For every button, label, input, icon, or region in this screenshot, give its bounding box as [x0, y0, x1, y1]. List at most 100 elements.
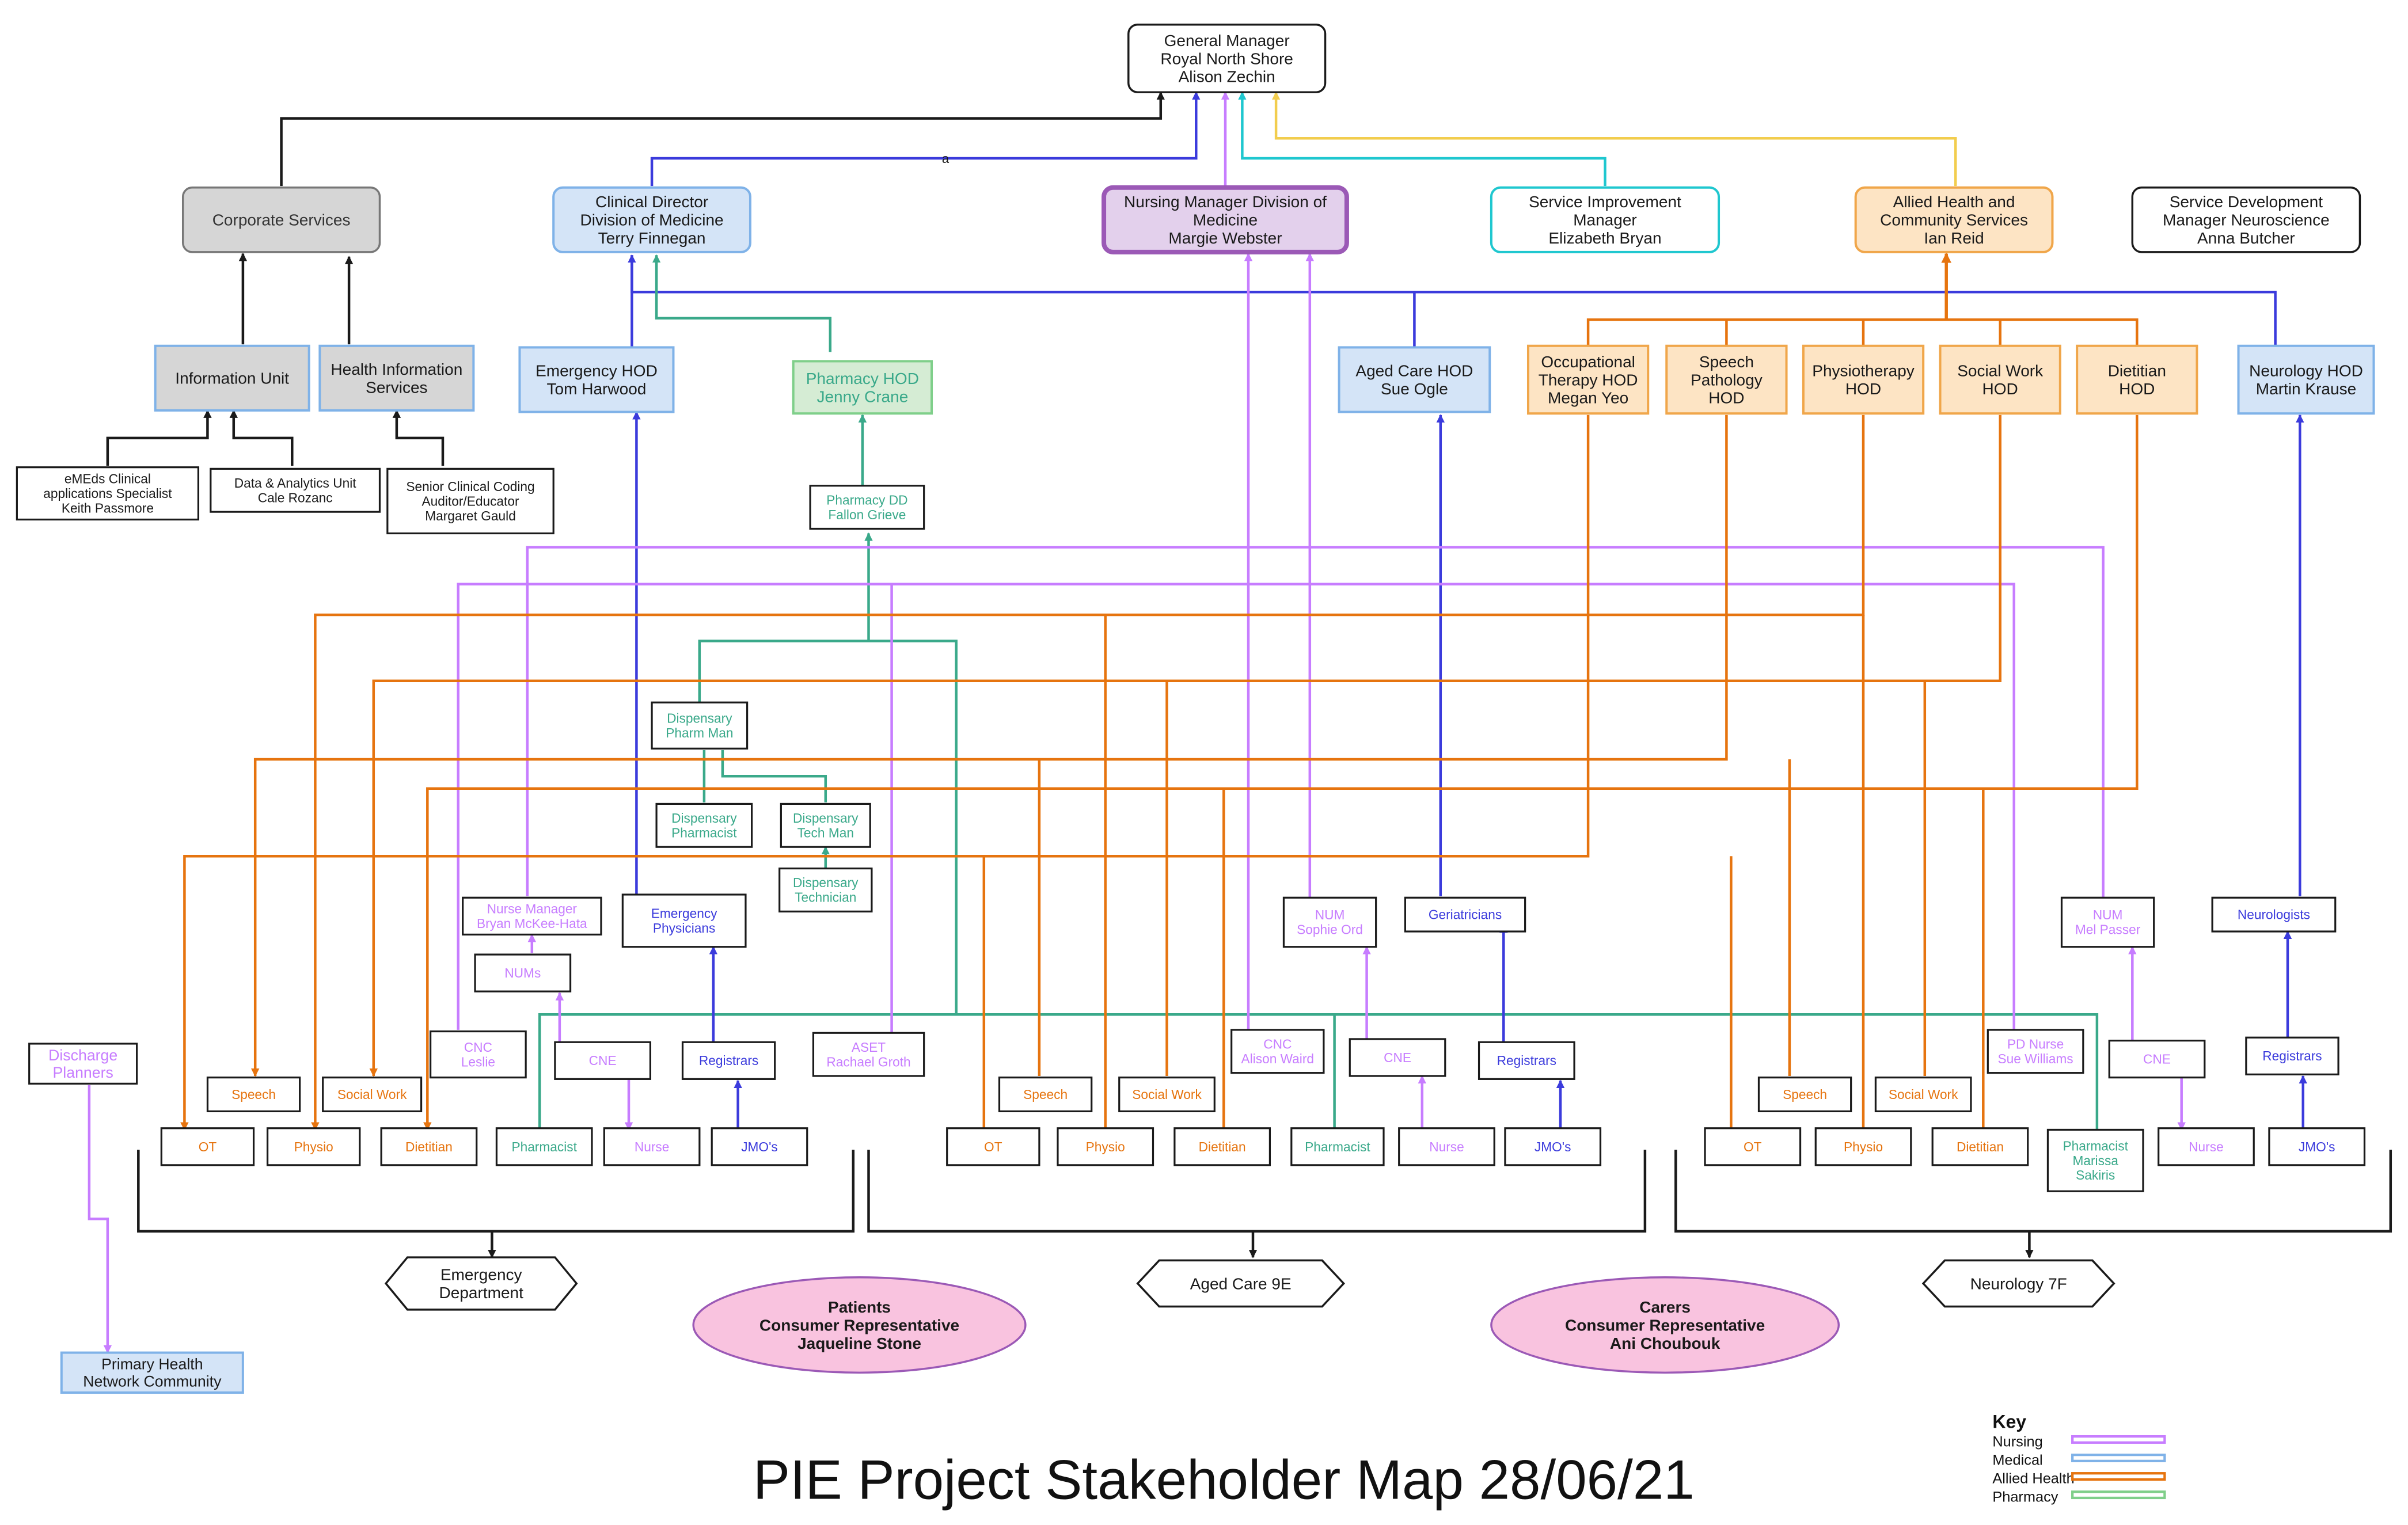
node-ph1-label-0: Pharmacist [511, 1139, 577, 1154]
node-ehod-shape [518, 346, 675, 413]
node-dp-label-1: Planners [53, 1064, 113, 1081]
legend-title: Key [1992, 1411, 2026, 1432]
node-ed-shape [384, 1256, 578, 1311]
node-di2-shape [1173, 1127, 1271, 1166]
node-cne2-shape [1349, 1038, 1446, 1077]
node-scc-label-0: Senior Clinical Coding [406, 479, 534, 494]
node-sphod-label-1: Pathology [1691, 371, 1763, 389]
node-scc-shape [386, 467, 554, 535]
node-aset-shape [812, 1032, 925, 1077]
cd-gm-connector [650, 91, 1201, 187]
node-reg1: Registrars [681, 1041, 776, 1080]
sw-hod-connector [369, 414, 2001, 1077]
node-phyhod-shape [1802, 344, 1925, 415]
node-cne1-shape [554, 1041, 652, 1080]
da-iu-connector [229, 409, 294, 466]
node-cncl-label-1: Leslie [461, 1054, 495, 1069]
bracket-ac-connector [867, 1150, 1647, 1233]
node-ot3-shape [1704, 1127, 1802, 1166]
node-swhod-label-0: Social Work [1957, 362, 2044, 380]
connector-layer: a [88, 91, 2392, 1354]
node-nu3-shape [2158, 1127, 2255, 1166]
bracket-ed-connector [137, 1150, 855, 1233]
node-achod-label-0: Aged Care HOD [1355, 362, 1473, 380]
node-geri-shape [1404, 896, 1526, 933]
nmgr-nm-connector [526, 546, 2105, 899]
node-reg2-label-0: Registrars [1497, 1053, 1556, 1068]
node-ot1-shape [160, 1127, 255, 1166]
node-ac9e: Aged Care 9E [1136, 1259, 1345, 1308]
node-nu1-label-0: Nurse [635, 1139, 670, 1154]
node-sp3-shape [1757, 1077, 1852, 1113]
node-sphod-label-0: Speech [1699, 353, 1754, 371]
page-title: PIE Project Stakeholder Map 28/06/21 [753, 1449, 1695, 1511]
node-cd-label-0: Clinical Director [595, 193, 708, 211]
node-sw3: Social Work [1874, 1077, 1972, 1113]
node-ph3-label-0: Pharmacist [2063, 1138, 2128, 1153]
node-othod-shape [1526, 344, 1650, 415]
sim-gm-connector [1238, 91, 1606, 187]
node-nu2-label-0: Nurse [1429, 1139, 1464, 1154]
node-cne3-shape [2108, 1039, 2206, 1079]
node-phod-label-0: Pharmacy HOD [806, 370, 919, 387]
node-sp3-label-0: Speech [1783, 1087, 1827, 1102]
node-ephys-label-1: Physicians [653, 921, 715, 935]
node-sw3-shape [1874, 1077, 1972, 1113]
node-phy1-label-0: Physio [294, 1139, 333, 1154]
node-sw2: Social Work [1118, 1077, 1216, 1113]
node-nm-label-1: Medicine [1193, 211, 1258, 229]
node-ephys-shape [621, 893, 747, 948]
node-nmgr-shape [462, 896, 602, 935]
node-di3-label-0: Dietitian [1957, 1139, 2004, 1154]
node-ph3-shape [2046, 1128, 2144, 1192]
node-ehod-label-0: Emergency HOD [535, 362, 658, 380]
node-nm: Nursing Manager Division ofMedicineMargi… [1102, 185, 1349, 254]
node-scc-label-1: Auditor/Educator [422, 493, 519, 508]
node-dtm-label-0: Dispensary [793, 811, 859, 826]
node-daunit-label-0: Data & Analytics Unit [234, 476, 357, 490]
node-gm-label-2: Alison Zechin [1179, 68, 1275, 86]
node-emeds-label-0: eMEds Clinical [64, 471, 151, 486]
node-ph2: Pharmacist [1290, 1127, 1385, 1166]
node-dpm-label-1: Pharm Man [666, 725, 733, 740]
node-jmo1-label-0: JMO's [741, 1139, 778, 1154]
node-jmo1: JMO's [711, 1127, 808, 1166]
node-dtm-shape [780, 803, 871, 848]
node-patients-label-1: Consumer Representative [759, 1316, 959, 1334]
legend-label-1: Medical [1992, 1452, 2042, 1469]
node-daunit-shape [210, 467, 381, 513]
dpm-dtm-connector [721, 750, 827, 803]
node-pdn-label-0: PD Nurse [2007, 1037, 2064, 1052]
node-his-label-0: Health Information [331, 360, 462, 378]
nhod-cd-connector [1414, 291, 2277, 348]
node-nums-shape [474, 953, 572, 992]
node-ahcs-label-2: Ian Reid [1924, 229, 1984, 247]
node-sp2-label-0: Speech [1023, 1087, 1068, 1102]
node-dphar-label-1: Pharmacist [671, 825, 737, 840]
node-di1-label-0: Dietitian [405, 1139, 453, 1154]
node-swhod-label-1: HOD [1982, 380, 2018, 398]
node-numso-shape [1282, 896, 1377, 948]
node-sp1-shape [206, 1077, 301, 1113]
node-swhod-shape [1939, 344, 2061, 415]
node-phyhod-label-0: Physiotherapy [1812, 362, 1915, 380]
node-gm-shape [1127, 23, 1327, 93]
node-neuros-shape [2211, 896, 2337, 933]
node-emeds-label-1: applications Specialist [43, 486, 172, 501]
node-phod-shape [792, 360, 933, 415]
node-jmo3-label-0: JMO's [2299, 1139, 2335, 1154]
node-dp-label-0: Discharge [48, 1047, 117, 1064]
node-sphod-label-2: HOD [1708, 389, 1744, 407]
